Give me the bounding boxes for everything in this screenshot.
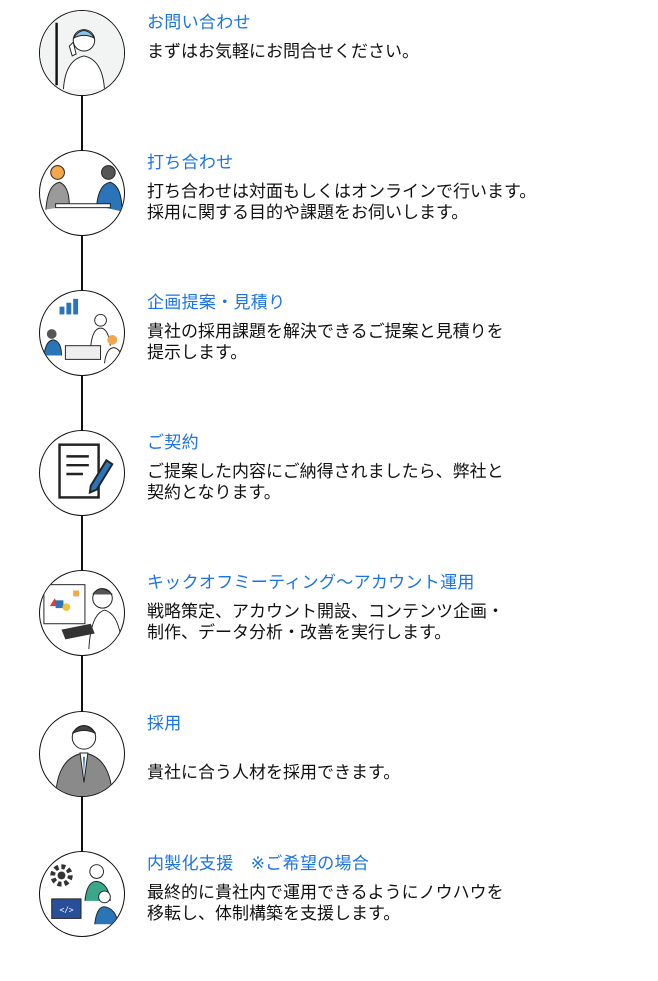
step-title: 内製化支援 ※ご希望の場合 [147,854,370,874]
meeting-illustration [39,150,125,236]
phone-call-illustration [39,10,125,96]
step-meeting: 打ち合わせ 打ち合わせは対面もしくはオンラインで行います。採用に関する目的や課題… [0,140,658,280]
contract-document-icon [39,430,125,516]
description-line: 最終的に貴社内で運用できるようにノウハウを [147,883,504,903]
description-line: 移転し、体制構築を支援します。 [147,904,401,924]
step-contract: ご契約 ご提案した内容にご納得されましたら、弊社と契約となります。 [0,420,658,560]
step-proposal: 企画提案・見積り 貴社の採用課題を解決できるご提案と見積りを提示します。 [0,280,658,420]
step-description: 最終的に貴社内で運用できるようにノウハウを移転し、体制構築を支援します。 [147,883,504,925]
step-title: 企画提案・見積り [147,293,286,313]
description-line: 戦略策定、アカウント開設、コンテンツ企画・ [147,602,504,622]
step-title: 打ち合わせ [147,153,234,173]
step-title: ご契約 [147,433,199,453]
description-line: まずはお気軽にお問合せください。 [147,42,419,62]
step-in-house-support: </> 内製化支援 ※ご希望の場合 最終的に貴社内で運用できるようにノウハウを移… [0,841,658,981]
presentation-illustration [39,290,125,376]
in-house-support-illustration: </> [39,851,125,937]
description-line: 打ち合わせは対面もしくはオンラインで行います。 [147,182,537,202]
description-line: 提示します。 [147,343,248,363]
description-line: 貴社の採用課題を解決できるご提案と見積りを [147,322,504,342]
description-line: 制作、データ分析・改善を実行します。 [147,623,452,643]
svg-text:</>: </> [60,906,74,915]
step-description: ご提案した内容にご納得されましたら、弊社と契約となります。 [147,462,504,504]
step-inquiry: お問い合わせ まずはお気軽にお問合せください。 [0,0,658,140]
step-title: キックオフミーティング〜アカウント運用 [147,573,475,593]
description-line: 契約となります。 [147,483,281,503]
step-kickoff: キックオフミーティング〜アカウント運用 戦略策定、アカウント開設、コンテンツ企画… [0,560,658,700]
description-line: 貴社に合う人材を採用できます。 [147,763,401,783]
description-line: 採用に関する目的や課題をお伺いします。 [147,203,469,223]
step-description: まずはお気軽にお問合せください。 [147,42,419,63]
step-description: 打ち合わせは対面もしくはオンラインで行います。採用に関する目的や課題をお伺いしま… [147,182,536,224]
step-description: 戦略策定、アカウント開設、コンテンツ企画・制作、データ分析・改善を実行します。 [147,602,504,644]
description-line: ご提案した内容にご納得されましたら、弊社と [147,462,504,482]
kickoff-illustration [39,570,125,656]
businessman-illustration [39,711,125,797]
step-title: お問い合わせ [147,13,251,33]
step-description: 貴社に合う人材を採用できます。 [147,763,400,784]
step-hiring: 採用 貴社に合う人材を採用できます。 [0,701,658,841]
step-description: 貴社の採用課題を解決できるご提案と見積りを提示します。 [147,322,504,364]
step-title: 採用 [147,714,182,734]
